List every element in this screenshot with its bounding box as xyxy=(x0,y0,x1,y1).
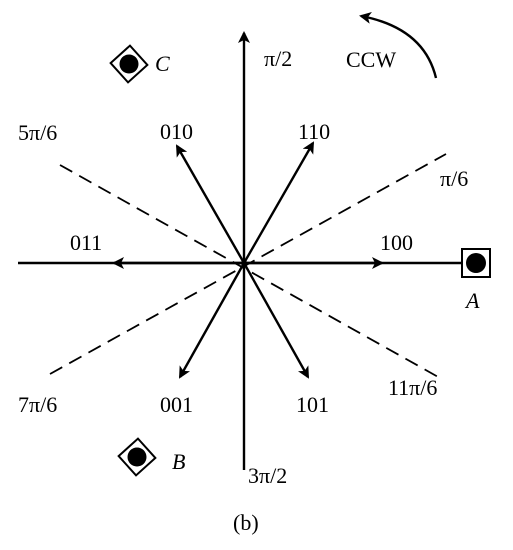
vector-label-101: 101 xyxy=(296,392,329,417)
vector-label-011: 011 xyxy=(70,230,102,255)
angle-label-7pi-over-6: 7π/6 xyxy=(18,392,57,417)
angle-label-11pi-over-6: 11π/6 xyxy=(388,375,437,400)
vector-label-001: 001 xyxy=(160,392,193,417)
origin-dot xyxy=(241,260,247,266)
ccw-arrow xyxy=(359,11,438,79)
figure-caption: (b) xyxy=(233,510,259,535)
angle-label-5pi-over-6: 5π/6 xyxy=(18,120,57,145)
point-label-c: C xyxy=(155,51,170,76)
point-b-marker xyxy=(117,437,157,477)
angle-label-pi-over-2: π/2 xyxy=(264,46,292,71)
point-label-b: B xyxy=(172,449,185,474)
angle-label-3pi-over-2: 3π/2 xyxy=(248,463,287,488)
vector-101-arrow xyxy=(242,262,310,379)
vector-label-010: 010 xyxy=(160,119,193,144)
point-a-marker xyxy=(461,248,491,278)
vector-label-110: 110 xyxy=(298,119,330,144)
point-c-marker xyxy=(109,44,149,84)
angle-label-pi-over-6: π/6 xyxy=(440,166,468,191)
point-label-a: A xyxy=(464,288,480,313)
vector-001-arrow xyxy=(178,262,246,379)
rotation-label: CCW xyxy=(346,47,396,72)
vector-110-arrow xyxy=(242,141,315,264)
vector-label-100: 100 xyxy=(380,230,413,255)
boundary-line-5pi6 xyxy=(59,164,441,379)
vector-010-arrow xyxy=(175,144,246,264)
